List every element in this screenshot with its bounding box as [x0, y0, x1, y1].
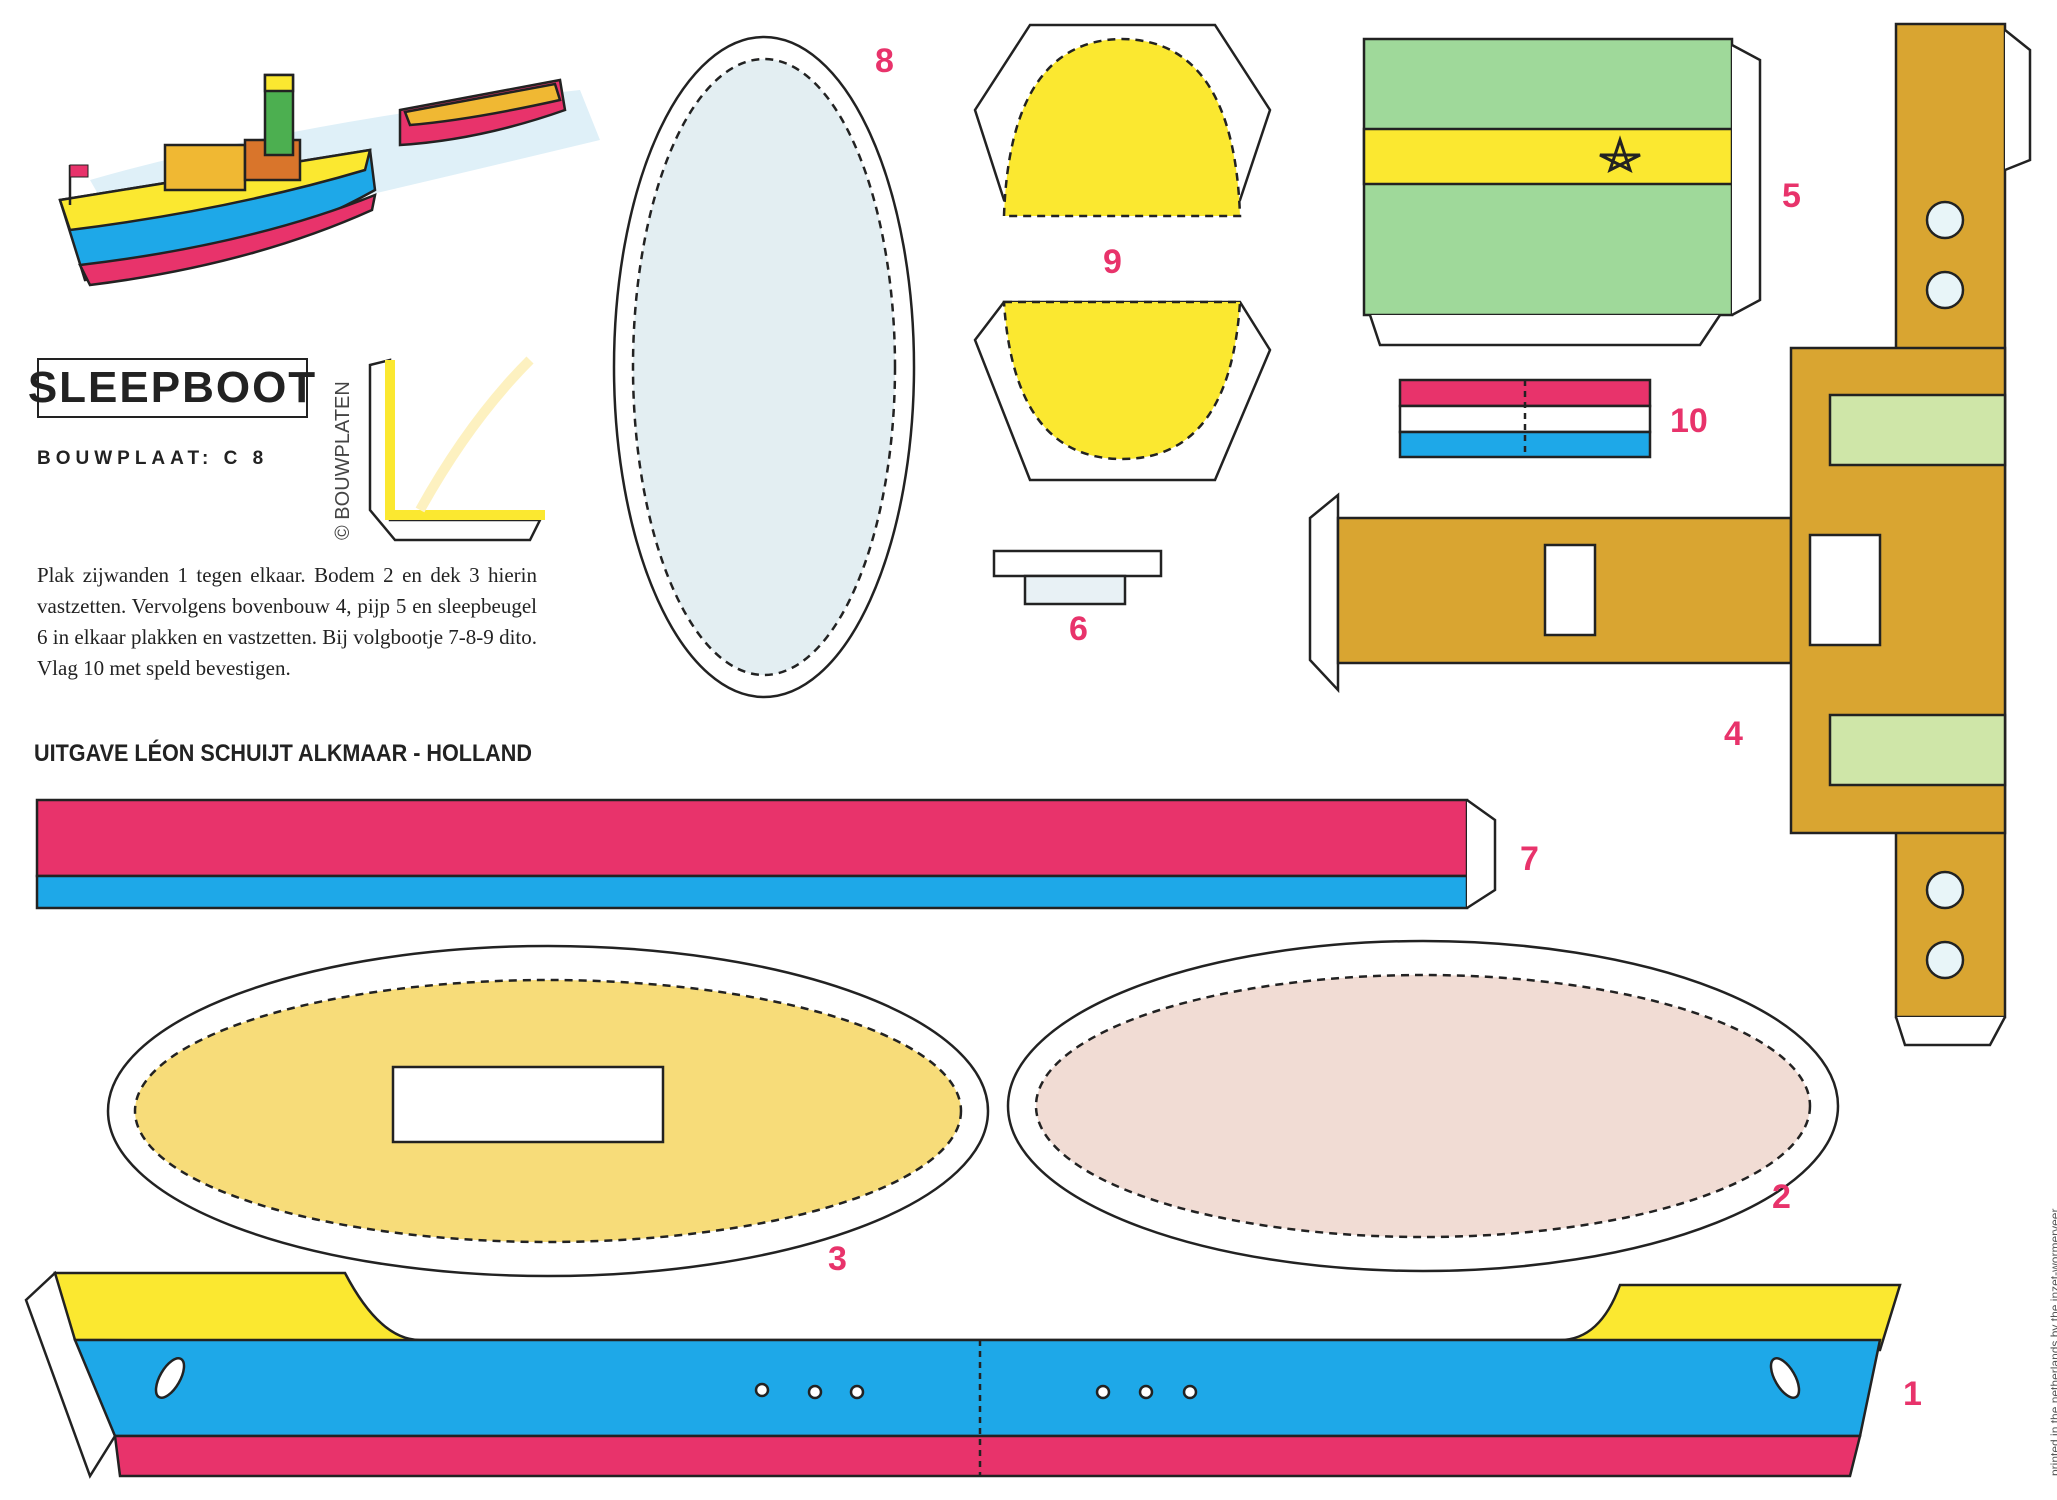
tugboat-illustration	[58, 73, 600, 287]
part-4-superstructure	[1308, 22, 2032, 1047]
part-label-2: 2	[1772, 1178, 1791, 1216]
printer-credit: printed in the netherlands by the inzet-…	[2048, 1208, 2057, 1476]
part-8-hull-bottom	[612, 35, 916, 699]
bouwplaten-logo	[368, 356, 545, 542]
publisher: UITGAVE LÉON SCHUIJT ALKMAAR - HOLLAND	[34, 740, 532, 767]
part-label-7: 7	[1520, 840, 1539, 878]
part-label-1: 1	[1903, 1375, 1922, 1413]
part-5-funnel	[1362, 37, 1762, 347]
part-6-towing-bar	[992, 549, 1163, 606]
part-1-hull-sides	[24, 1270, 1902, 1479]
part-2-bottom	[1006, 939, 1840, 1273]
part-label-9: 9	[1103, 243, 1122, 281]
part-7-small-boat-side	[35, 798, 1497, 910]
part-3-deck	[106, 944, 990, 1278]
instructions: Plak zijwanden 1 tegen elkaar. Bodem 2 e…	[37, 563, 537, 680]
part-label-4: 4	[1724, 715, 1743, 753]
part-label-8: 8	[875, 42, 894, 80]
part-9-deck	[973, 23, 1272, 482]
logo-text: © BOUWPLATEN	[332, 381, 354, 540]
page-title: SLEEPBOOT	[28, 358, 315, 418]
part-label-6: 6	[1069, 610, 1088, 648]
part-10-flag	[1398, 378, 1652, 459]
plate-number: BOUWPLAAT: C 8	[37, 448, 269, 469]
part-label-3: 3	[828, 1240, 847, 1278]
part-label-5: 5	[1782, 177, 1801, 215]
part-label-10: 10	[1670, 402, 1708, 440]
